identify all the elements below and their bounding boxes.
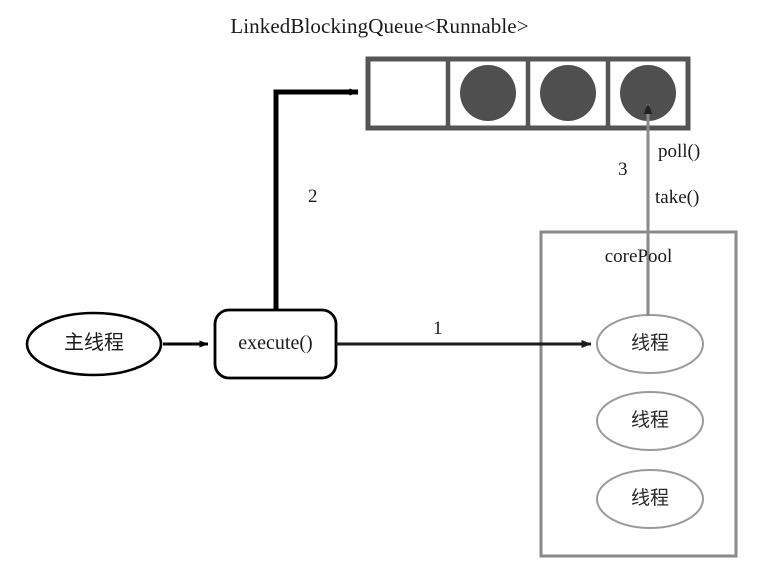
take-annotation: take() bbox=[655, 187, 700, 208]
queue-task-circle bbox=[460, 65, 516, 121]
thread-ellipse bbox=[596, 314, 704, 374]
edge-label-1: 1 bbox=[433, 318, 443, 339]
execute-label: execute() bbox=[238, 332, 313, 354]
core-pool-label: corePool bbox=[604, 246, 673, 267]
edge-execute-to-queue bbox=[273, 88, 359, 310]
edge-label-2: 2 bbox=[308, 186, 318, 207]
main-thread-label: 主线程 bbox=[64, 332, 124, 354]
queue-group bbox=[365, 56, 691, 131]
thread-ellipse bbox=[596, 469, 704, 529]
thread-label: 线程 bbox=[630, 410, 669, 431]
core-pool-group bbox=[539, 230, 738, 558]
thread-label: 线程 bbox=[630, 333, 669, 354]
main-thread-ellipse bbox=[25, 311, 163, 377]
queue-task-circle bbox=[540, 65, 596, 121]
thread-label: 线程 bbox=[630, 488, 669, 509]
poll-annotation: poll() bbox=[658, 141, 701, 162]
queue-task-circle bbox=[620, 65, 676, 121]
queue-title: LinkedBlockingQueue<Runnable> bbox=[230, 14, 529, 38]
edge-label-3: 3 bbox=[618, 159, 628, 180]
thread-ellipse bbox=[596, 391, 704, 451]
